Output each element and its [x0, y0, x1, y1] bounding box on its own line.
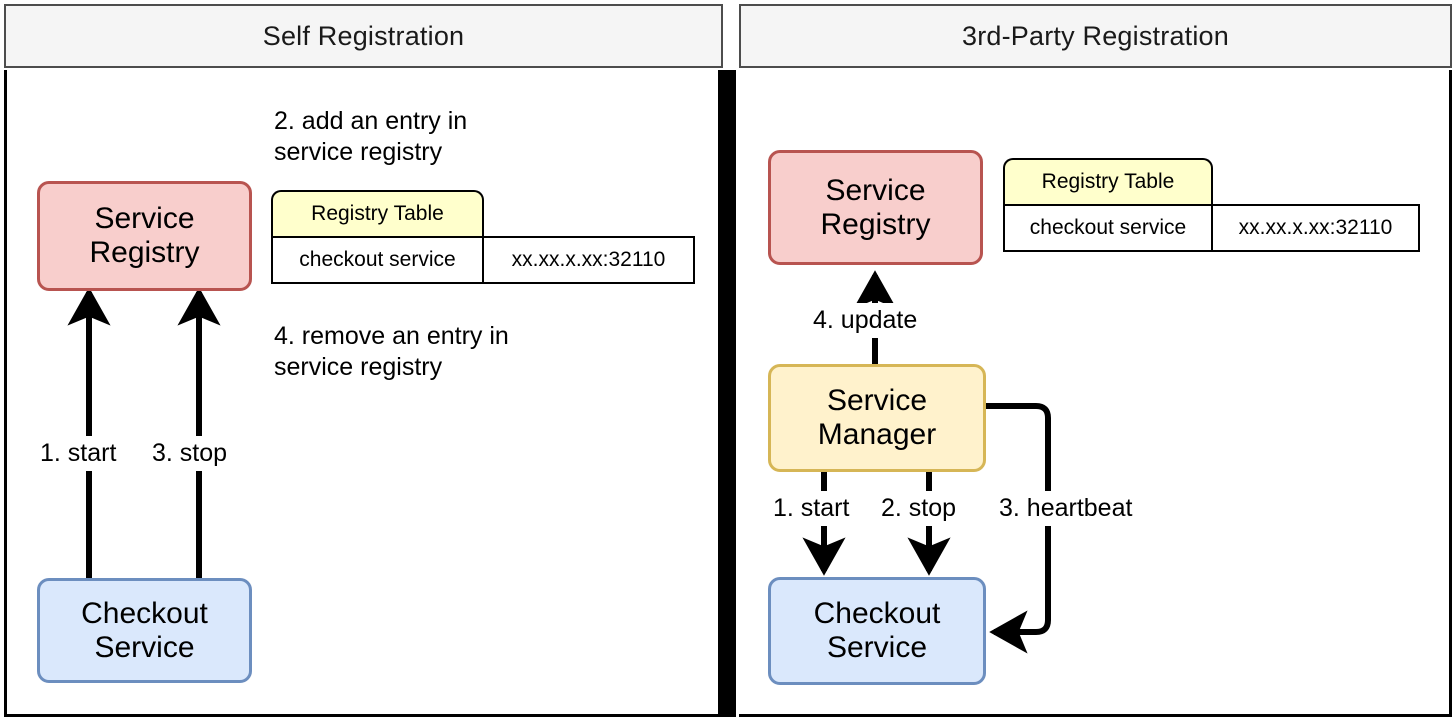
registry-cell-address-label: xx.xx.x.xx:32110	[1238, 216, 1393, 239]
edge-label-stop-self: 3. stop	[148, 436, 232, 471]
registry-table-header: Registry Table	[1003, 158, 1213, 204]
note-remove-entry: 4. remove an entry in service registry	[274, 321, 509, 382]
note-line-2: service registry	[274, 352, 443, 381]
node-label-line1: Service	[94, 202, 195, 236]
edge-label-heartbeat: 3. heartbeat	[995, 491, 1137, 526]
registry-cell-address-label: xx.xx.x.xx:32110	[511, 248, 666, 271]
registry-cell-service: checkout service	[271, 236, 484, 284]
node-label-line1: Checkout	[813, 597, 941, 631]
node-label-line1: Checkout	[81, 596, 208, 630]
node-checkout-service[interactable]: Checkout Service	[768, 577, 986, 685]
note-add-entry: 2. add an entry in service registry	[274, 106, 467, 167]
panel-title-third-party-registration: 3rd-Party Registration	[961, 20, 1229, 51]
node-label-line2: Service	[826, 631, 928, 664]
registry-table-row: checkout service xx.xx.x.xx:32110	[1003, 204, 1420, 252]
panel-title-self-registration: Self Registration	[262, 20, 465, 51]
node-label-line1: Service	[825, 173, 926, 207]
panel-header-self-registration: Self Registration	[4, 4, 723, 68]
panel-self-registration: Self Registration Service Registry Check…	[0, 0, 727, 721]
panel-third-party-registration: 3rd-Party Registration Service Registry	[735, 0, 1456, 721]
registry-table-header-label: Registry Table	[1041, 170, 1175, 193]
node-label-line2: Registry	[89, 236, 200, 269]
node-label-line2: Registry	[820, 207, 931, 241]
edge-label-stop-third-party: 2. stop	[877, 491, 961, 526]
panel-divider-gap	[727, 0, 736, 70]
note-line-2: service registry	[274, 137, 443, 166]
registry-table-header-label: Registry Table	[311, 202, 444, 225]
registry-cell-service-label: checkout service	[1029, 216, 1187, 239]
registry-cell-address: xx.xx.x.xx:32110	[484, 236, 695, 284]
registry-cell-service-label: checkout service	[299, 248, 456, 271]
panel-header-third-party-registration: 3rd-Party Registration	[739, 4, 1452, 68]
edge-label-start-third-party: 1. start	[769, 491, 854, 526]
edge-label-start-self: 1. start	[36, 436, 121, 471]
node-checkout-service[interactable]: Checkout Service	[37, 578, 252, 683]
edge-label-update: 4. update	[809, 303, 922, 338]
note-line-1: 2. add an entry in	[274, 107, 468, 135]
node-service-registry[interactable]: Service Registry	[37, 181, 252, 291]
registry-table-self: Registry Table checkout service xx.xx.x.…	[271, 190, 695, 284]
registry-table-third-party: Registry Table checkout service xx.xx.x.…	[1003, 158, 1420, 252]
node-label-line1: Service	[826, 384, 928, 418]
node-label-line2: Service	[94, 630, 195, 664]
registry-cell-address: xx.xx.x.xx:32110	[1213, 204, 1420, 252]
node-service-manager[interactable]: Service Manager	[768, 364, 986, 472]
registry-cell-service: checkout service	[1003, 204, 1213, 252]
note-line-1: 4. remove an entry in	[274, 322, 509, 350]
node-service-registry[interactable]: Service Registry	[768, 150, 983, 265]
panel-divider	[718, 70, 736, 717]
registry-table-header: Registry Table	[271, 190, 484, 236]
node-label-line2: Manager	[817, 418, 937, 451]
registry-table-row: checkout service xx.xx.x.xx:32110	[271, 236, 695, 284]
